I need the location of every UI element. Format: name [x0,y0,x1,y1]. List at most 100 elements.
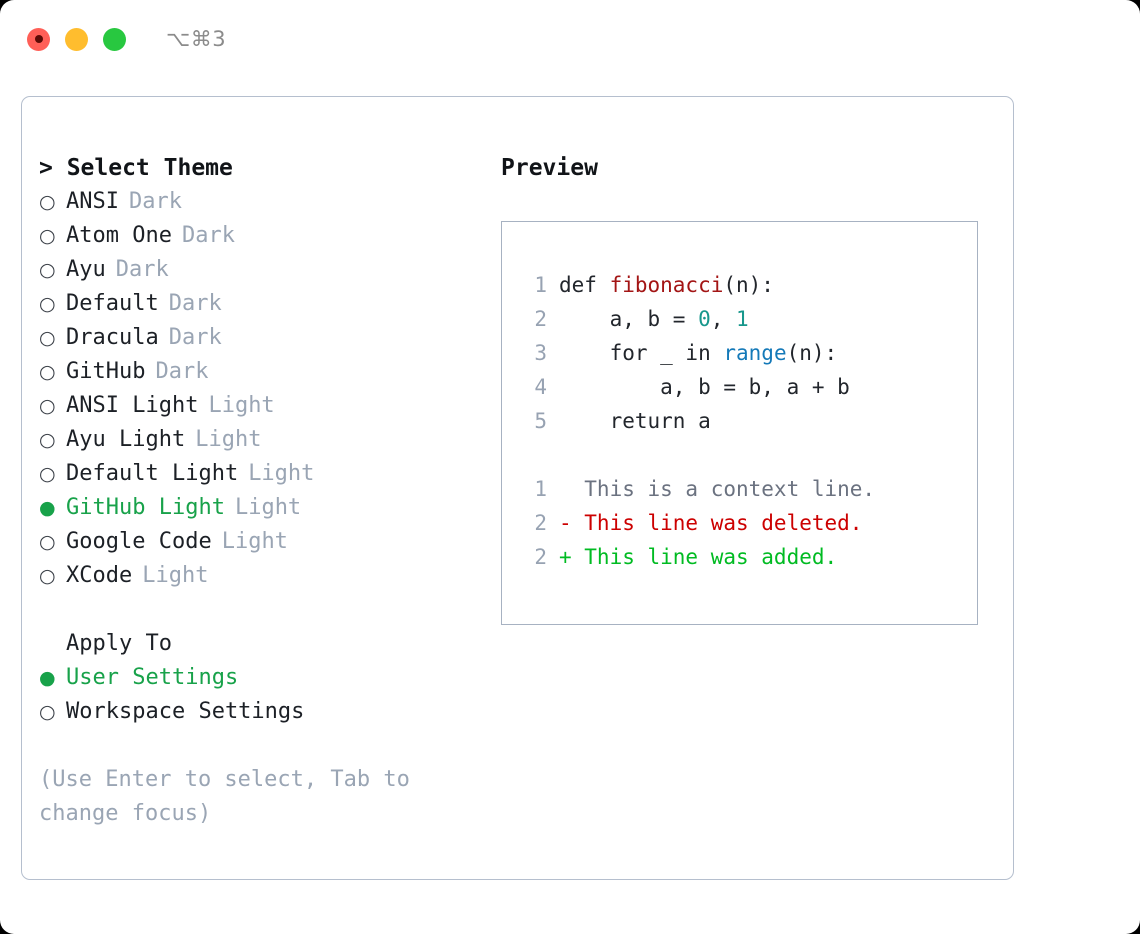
theme-name: XCode [66,563,133,588]
diff-block: 1 This is a context line. 2 - This line wa… [502,472,977,574]
code-line: 1 def fibonacci(n): [502,268,977,302]
theme-name: GitHub [66,359,146,384]
theme-name: Dracula [66,325,159,350]
code-diff-gap [502,438,977,472]
code-token: def [559,273,610,297]
diff-text: This is a context line. [559,477,876,501]
select-theme-title: > Select Theme [39,155,233,181]
radio-unselected-icon: ○ [39,225,56,247]
keyboard-hint: (Use Enter to select, Tab to change focu… [39,767,410,826]
keyboard-shortcut-label: ⌥⌘3 [166,27,227,51]
code-token: , [710,307,737,331]
radio-unselected-icon: ○ [39,259,56,281]
theme-list-item[interactable]: ○ ANSI Dark [39,185,489,219]
line-number: 2 [534,307,547,331]
theme-variant-tag: Dark [115,257,169,282]
code-token: (n): [723,273,774,297]
diff-text: - This line was deleted. [559,511,863,535]
line-number: 2 [534,545,547,569]
radio-unselected-icon: ○ [39,395,56,417]
code-token: 0 [698,307,711,331]
diff-line: 1 This is a context line. [502,472,977,506]
theme-variant-tag: Dark [168,325,222,350]
theme-name: Default [66,291,159,316]
radio-selected-icon: ● [39,667,56,689]
radio-unselected-icon: ○ [39,701,56,723]
code-token: a, b = b, a + b [559,375,850,399]
close-icon [34,35,43,43]
code-line: 5 return a [502,404,977,438]
code-content: return a [559,404,711,438]
line-number: 1 [534,477,547,501]
theme-name: Atom One [66,223,172,248]
line-number: 3 [534,341,547,365]
radio-unselected-icon: ○ [39,361,56,383]
line-number: 1 [534,273,547,297]
theme-name: Ayu Light [66,427,186,452]
apply-to-option[interactable]: ●User Settings [39,661,489,695]
code-token: 1 [736,307,749,331]
code-content: def fibonacci(n): [559,268,774,302]
line-number: 2 [534,511,547,535]
code-token: fibonacci [609,273,724,297]
apply-to-option[interactable]: ○ Workspace Settings [39,695,489,729]
apply-to-list: ●User Settings ○ Workspace Settings [39,661,489,729]
theme-name: ANSI [66,189,119,214]
theme-variant-tag: Light [208,393,275,418]
line-number: 4 [534,375,547,399]
diff-line: 2 - This line was deleted. [502,506,977,540]
minimize-button[interactable] [65,27,88,51]
list-spacer [39,593,489,627]
preview-title: Preview [501,155,598,181]
theme-name: Google Code [66,529,212,554]
theme-variant-tag: Dark [181,223,235,248]
theme-list-item[interactable]: ○ ANSI Light Light [39,389,489,423]
apply-to-heading-label: Apply To [66,631,172,656]
title-bar: ⌥⌘3 [0,0,1140,78]
close-button[interactable] [27,27,50,51]
line-number: 5 [534,409,547,433]
code-content: a, b = b, a + b [559,370,850,404]
maximize-button[interactable] [103,27,126,51]
diff-line: 2+ This line was added. [502,540,977,574]
theme-variant-tag: Dark [168,291,222,316]
code-token: range [723,341,787,365]
apply-to-heading: ○ Apply To [39,627,489,661]
theme-variant-tag: Dark [128,189,182,214]
apply-to-option-label: Workspace Settings [66,699,305,724]
theme-variant-tag: Dark [155,359,209,384]
radio-unselected-icon: ○ [39,191,56,213]
radio-unselected-icon: ○ [39,293,56,315]
theme-list-item[interactable]: ○ Ayu Dark [39,253,489,287]
code-line: 3 for _ in range(n): [502,336,977,370]
code-line: 4 a, b = b, a + b [502,370,977,404]
theme-list-item[interactable]: ○ Atom One Dark [39,219,489,253]
theme-name: GitHub Light [66,495,225,520]
theme-name: Ayu [66,257,106,282]
theme-name: ANSI Light [66,393,199,418]
code-content: a, b = 0, 1 [559,302,749,336]
theme-name: Default Light [66,461,239,486]
code-line: 2 a, b = 0, 1 [502,302,977,336]
theme-list-item[interactable]: ○ GitHub Dark [39,355,489,389]
radio-unselected-icon: ○ [39,565,56,587]
window-controls [27,27,126,51]
theme-list-item[interactable]: ○ Default Dark [39,287,489,321]
code-token: (n): [786,341,838,365]
code-content: for _ in range(n): [559,336,838,370]
code-token: a, b = [559,307,699,331]
theme-variant-tag: Light [234,495,302,520]
radio-unselected-icon: ○ [39,463,56,485]
